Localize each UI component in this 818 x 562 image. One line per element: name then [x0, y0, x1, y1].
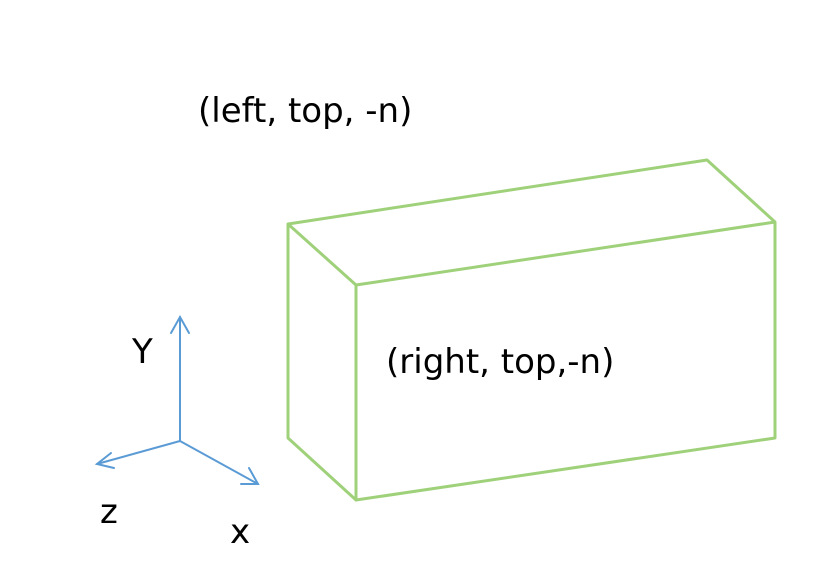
box	[286, 158, 777, 502]
axis-label-y: Y	[132, 332, 153, 372]
x-axis-arrowhead	[240, 467, 260, 485]
label-left-top: (left, top, -n)	[198, 91, 413, 131]
axes	[94, 314, 260, 485]
axis-label-x: x	[230, 512, 251, 552]
z-axis-line	[96, 440, 181, 465]
y-axis-arrowhead	[170, 314, 190, 334]
x-axis-line	[179, 440, 259, 485]
label-right-top: (right, top,-n)	[386, 342, 615, 382]
z-axis-arrowhead	[94, 452, 115, 469]
box-left-face	[286, 222, 358, 502]
axis-label-z: z	[100, 492, 118, 532]
box-back-top-edge	[287, 158, 777, 226]
